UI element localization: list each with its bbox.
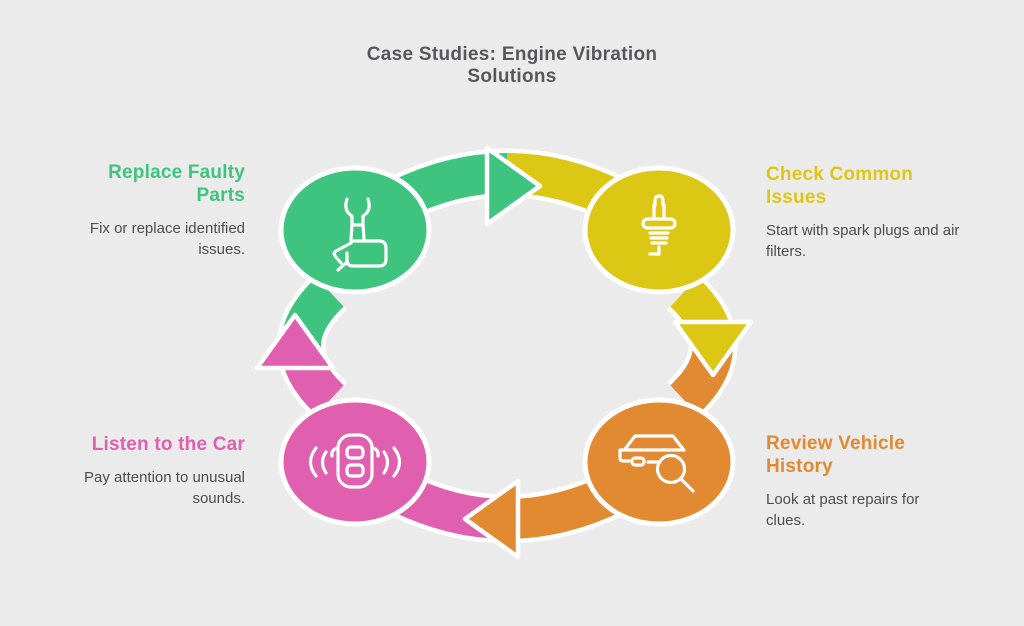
spark-plug-icon [641,194,677,256]
step-description-replace-parts: Fix or replace identified issues. [89,219,245,258]
arrow-pink-to-green [254,312,336,371]
page-title: Case Studies: Engine Vibration Solutions [366,44,658,88]
step-circle-replace-parts [278,165,432,295]
arrow-yellow-to-orange [672,319,754,378]
step-circle-check-issues [582,165,736,295]
step-title-listen-car: Listen to the Car [91,434,245,455]
arrowheads [254,145,754,560]
step-title-replace-parts: Replace Faulty Parts [108,162,245,206]
step-icons [308,194,695,493]
step-title-check-issues: Check Common Issues [766,164,914,208]
step-description-review-history: Look at past repairs for clues. [766,490,920,529]
step-circle-listen-car [278,397,432,527]
arrow-orange-to-pink [462,478,521,560]
arrow-green-to-yellow [484,145,543,227]
step-circles [278,165,736,527]
step-block-check-issues: Check Common Issues Start with spark plu… [766,164,961,262]
car-sound-icon [308,433,402,489]
step-description-check-issues: Start with spark plugs and air filters. [766,221,960,260]
step-block-replace-parts: Replace Faulty Parts Fix or replace iden… [55,162,245,260]
step-description-listen-car: Pay attention to unusual sounds. [84,468,245,507]
step-block-review-history: Review Vehicle History Look at past repa… [766,433,961,531]
wrench-in-hand-icon [332,197,388,272]
step-block-listen-car: Listen to the Car Pay attention to unusu… [45,434,245,509]
car-magnifier-icon [618,434,695,493]
step-title-review-history: Review Vehicle History [766,433,906,477]
